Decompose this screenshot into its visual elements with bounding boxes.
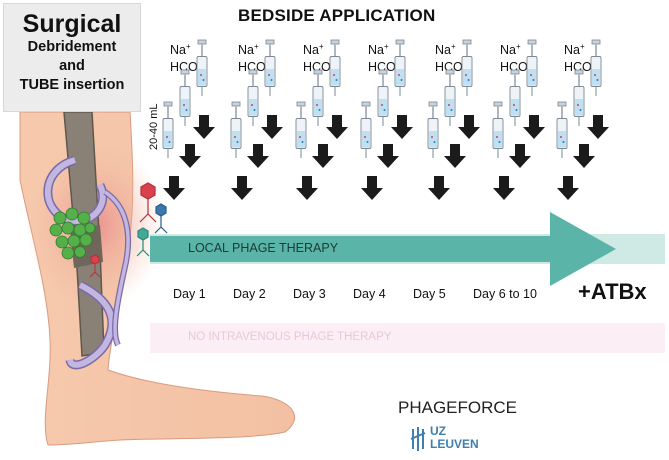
title-line-3: and: [59, 58, 85, 74]
down-arrow-icon: [573, 144, 595, 168]
down-arrow-icon: [523, 115, 545, 139]
syringe-icon: [295, 101, 307, 158]
uz-leuven-logo-icon: [410, 427, 426, 451]
iv-therapy-label: NO INTRAVENOUS PHAGE THERAPY: [188, 331, 392, 343]
down-arrow-icon: [179, 144, 201, 168]
syringe-icon: [377, 69, 389, 126]
syringe-icon: [509, 69, 521, 126]
down-arrow-icon: [428, 176, 450, 200]
uz-leuven-logo: UZ LEUVEN: [430, 425, 479, 451]
injection-column: [427, 39, 480, 200]
down-arrow-icon: [326, 115, 348, 139]
down-arrow-icon: [231, 176, 253, 200]
injection-column: [556, 39, 609, 200]
title-box: Surgical Debridement and TUBE insertion: [3, 3, 141, 112]
injection-column: [360, 39, 413, 200]
down-arrow-icon: [458, 115, 480, 139]
syringe-icon: [556, 101, 568, 158]
syringe-icon: [360, 101, 372, 158]
day-label: Day 2: [233, 287, 266, 301]
syringe-icon: [526, 39, 538, 96]
syringe-icon: [312, 69, 324, 126]
logo-line-2: LEUVEN: [430, 437, 479, 451]
atbx-label: +ATBx: [578, 279, 647, 304]
down-arrow-icon: [361, 176, 383, 200]
down-arrow-icon: [261, 115, 283, 139]
sodium-text: Na+: [564, 42, 585, 58]
down-arrow-icon: [377, 144, 399, 168]
sodium-text: Na+: [238, 42, 259, 58]
sodium-text: Na+: [500, 42, 521, 58]
sodium-text: Na+: [435, 42, 456, 58]
syringe-icon: [179, 69, 191, 126]
syringe-icon: [461, 39, 473, 96]
syringe-icon: [427, 101, 439, 158]
local-therapy-label: LOCAL PHAGE THERAPY: [188, 241, 339, 255]
day-label: Day 3: [293, 287, 326, 301]
injection-column: [162, 39, 215, 200]
bicarbonate-label: Na+HCO3-: [170, 40, 205, 80]
down-arrow-icon: [587, 115, 609, 139]
injection-column: [492, 39, 545, 200]
injection-column: [230, 39, 283, 200]
bicarbonate-label: Na+HCO3-: [564, 40, 599, 80]
title-main: Surgical: [22, 10, 122, 38]
down-arrow-icon: [163, 176, 185, 200]
syringe-icon: [162, 101, 174, 158]
sodium-text: Na+: [368, 42, 389, 58]
syringe-icon: [590, 39, 602, 96]
iv-therapy-band: [150, 323, 665, 353]
sodium-text: Na+: [303, 42, 324, 58]
logo-line-1: UZ: [430, 424, 446, 438]
down-arrow-icon: [296, 176, 318, 200]
down-arrow-icon: [391, 115, 413, 139]
title-line-2: Debridement: [27, 39, 117, 55]
syringe-icon: [394, 39, 406, 96]
bedside-title: BEDSIDE APPLICATION: [238, 6, 436, 25]
syringe-icon: [444, 69, 456, 126]
syringe-icon: [329, 39, 341, 96]
syringe-icon: [247, 69, 259, 126]
day-label: Day 6 to 10: [473, 287, 537, 301]
bacteria-cluster: [49, 207, 96, 260]
syringe-icon: [573, 69, 585, 126]
day-label: Day 5: [413, 287, 446, 301]
syringe-icon: [264, 39, 276, 96]
sodium-text: Na+: [170, 42, 191, 58]
org-name: PHAGEFORCE: [398, 398, 518, 417]
day-label: Day 4: [353, 287, 386, 301]
down-arrow-icon: [509, 144, 531, 168]
syringe-icon: [492, 101, 504, 158]
day-label: Day 1: [173, 287, 206, 301]
down-arrow-icon: [444, 144, 466, 168]
phage-icon: [154, 203, 168, 234]
title-line-4: TUBE insertion: [19, 77, 125, 93]
down-arrow-icon: [247, 144, 269, 168]
down-arrow-icon: [493, 176, 515, 200]
injection-column: [295, 39, 348, 200]
phage-icon: [139, 182, 157, 223]
phage-icon: [89, 254, 101, 278]
down-arrow-icon: [557, 176, 579, 200]
phage-icon: [136, 227, 150, 257]
syringe-icon: [196, 39, 208, 96]
syringe-icon: [230, 101, 242, 158]
down-arrow-icon: [312, 144, 334, 168]
down-arrow-icon: [193, 115, 215, 139]
timeline-arrow: [150, 212, 616, 286]
